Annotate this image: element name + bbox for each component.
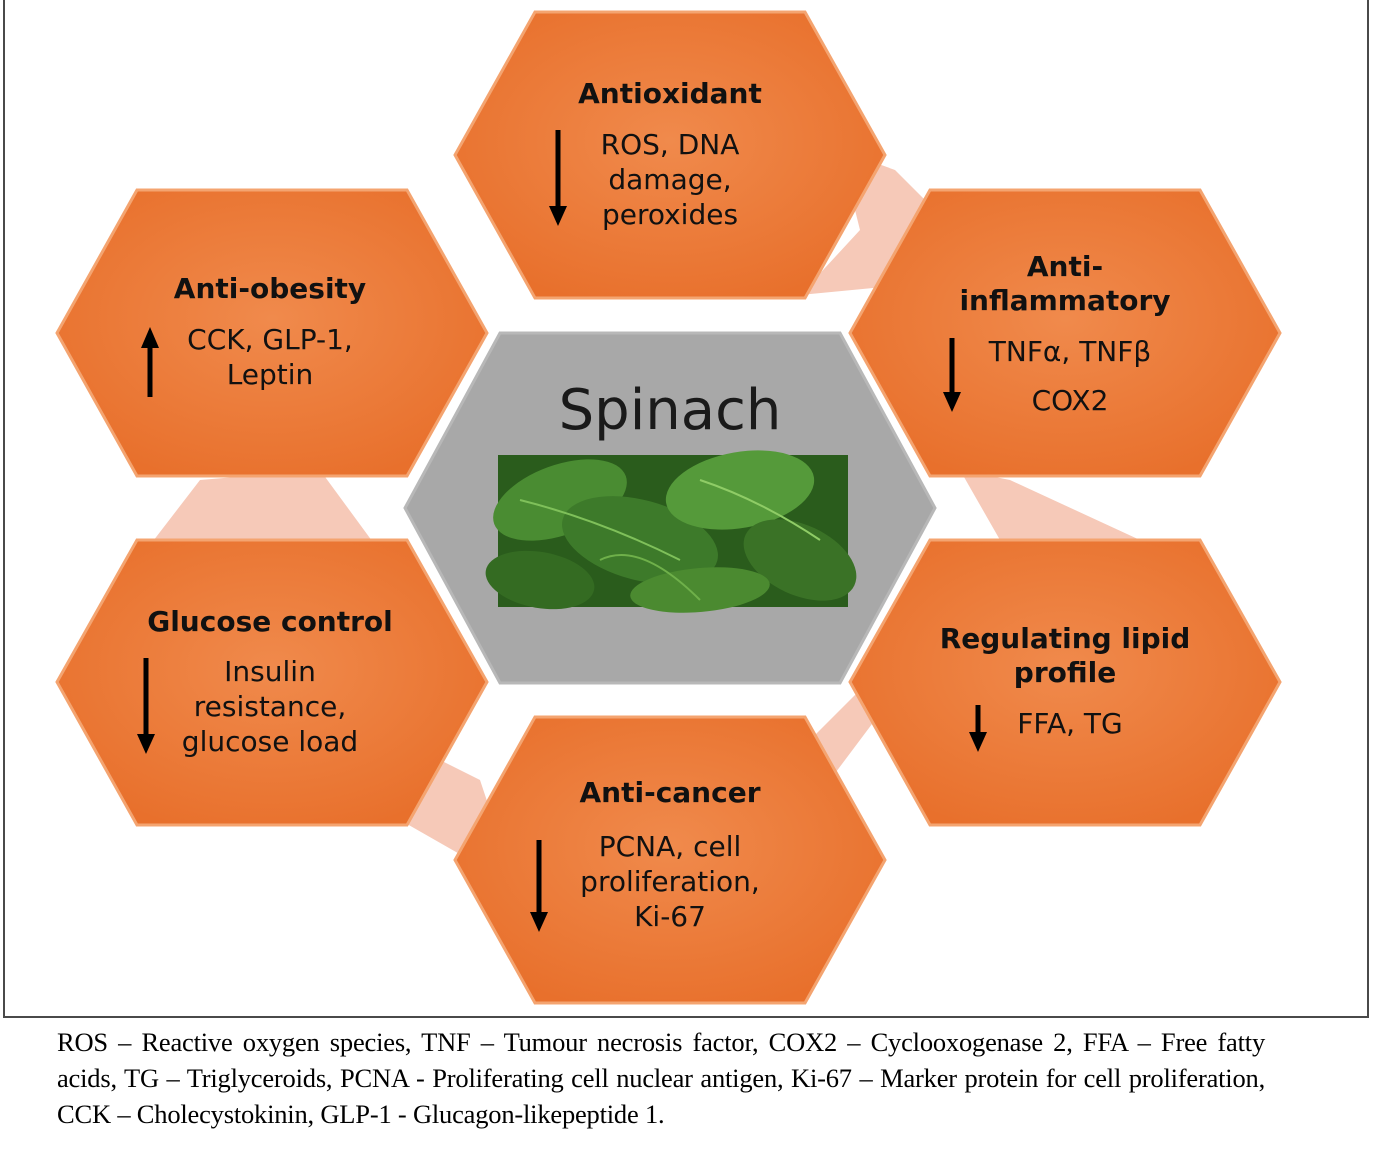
glucose-body: Insulin resistance, glucose load (181, 655, 359, 758)
lipid-title: Regulating lipid profile (939, 622, 1191, 689)
lipid-body: FFA, TG (1017, 707, 1123, 740)
spinach-image (485, 450, 857, 613)
figure-caption: ROS – Reactive oxygen species, TNF – Tum… (57, 1027, 1265, 1129)
antioxidant-title: Antioxidant (578, 77, 762, 110)
arrow-down-icon (943, 338, 961, 412)
arrow-down-icon (549, 130, 567, 226)
anti-obesity-body: CCK, GLP-1, Leptin (187, 323, 353, 391)
arrow-up-icon (141, 327, 159, 397)
anti-inflammatory-body-line2: COX2 (1031, 384, 1109, 417)
anti-cancer-title: Anti-cancer (579, 776, 761, 809)
hexagon-glucose (55, 538, 489, 827)
anti-cancer-body: PCNA, cell proliferation, Ki-67 (580, 830, 760, 933)
hexagon-antioxidant (453, 10, 887, 300)
arrow-down-icon (969, 705, 987, 752)
connector-right (960, 470, 1140, 560)
antioxidant-body: ROS, DNA damage, peroxides (600, 128, 740, 231)
hexagon-anti-cancer (453, 715, 887, 1005)
arrow-down-icon (137, 658, 155, 754)
glucose-title: Glucose control (147, 605, 393, 638)
connector-left (150, 470, 375, 545)
anti-obesity-title: Anti-obesity (173, 272, 367, 305)
diagram-canvas (55, 10, 1282, 1005)
anti-inflammatory-title: Anti- inflammatory (959, 250, 1171, 317)
hexagon-lipid (848, 538, 1282, 827)
arrow-down-icon (530, 840, 548, 932)
hexagon-anti-inflammatory (848, 188, 1282, 478)
anti-inflammatory-body-line1: TNFα, TNFβ (988, 335, 1152, 368)
hexagon-anti-obesity (55, 188, 489, 478)
hexagon-group (55, 10, 1282, 1005)
center-title: Spinach (558, 378, 782, 443)
